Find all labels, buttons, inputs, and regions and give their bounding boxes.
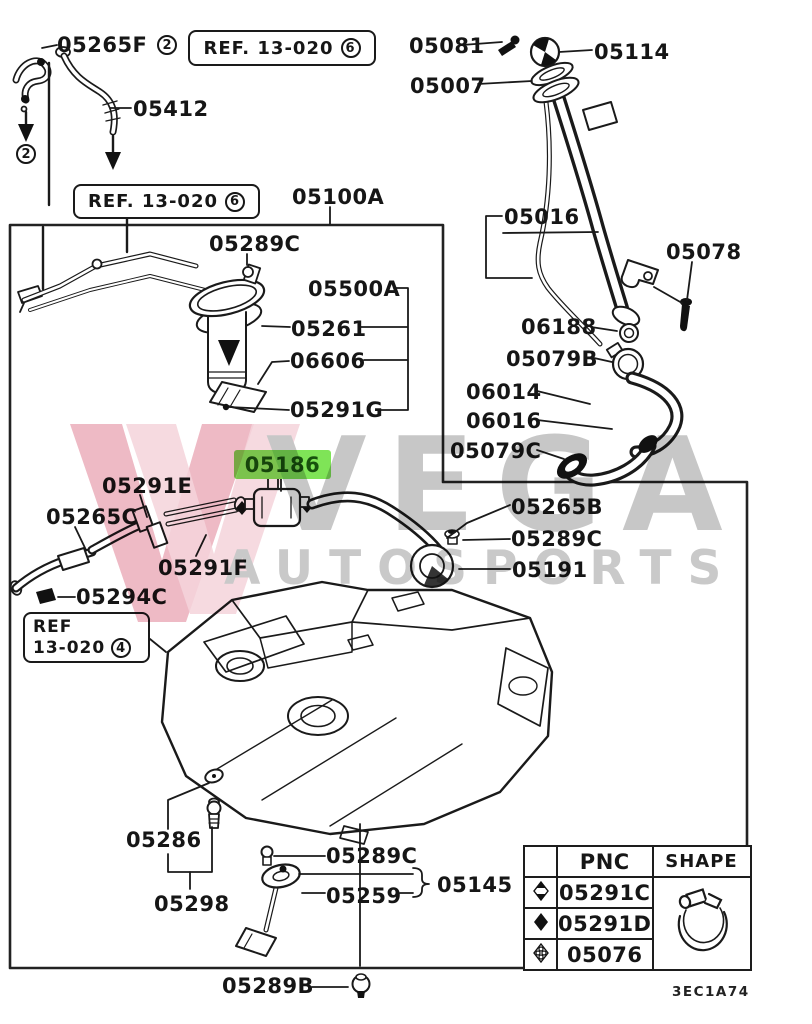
part-label-05100a: 05100A bbox=[292, 185, 385, 209]
part-label-05259: 05259 bbox=[326, 884, 402, 908]
part-label-05291e: 05291E bbox=[102, 474, 193, 498]
part-label-05078: 05078 bbox=[666, 240, 742, 264]
ref-note-text: REF. 13-020 bbox=[87, 191, 218, 212]
diamond-solid-icon bbox=[523, 907, 558, 940]
ref-badge: 6 bbox=[225, 191, 245, 212]
ref-note-text: REF. 13-020 bbox=[203, 37, 334, 59]
table-pnc-value: 05076 bbox=[556, 938, 654, 971]
part-label-05289b: 05289B bbox=[222, 974, 315, 998]
part-label-05291f: 05291F bbox=[158, 556, 249, 580]
part-label-05294c: 05294C bbox=[76, 585, 168, 609]
part-label-05265f: 05265F bbox=[57, 33, 148, 57]
part-label-05412: 05412 bbox=[133, 97, 209, 121]
fuel-sender-unit-drawing bbox=[235, 845, 301, 957]
diagram-sheet-code: 3EC1A74 bbox=[672, 984, 750, 1000]
part-label-05007: 05007 bbox=[410, 74, 486, 98]
ref-badge: 4 bbox=[111, 638, 132, 658]
hose-05412-drawing bbox=[55, 46, 121, 170]
part-label-05016: 05016 bbox=[504, 205, 580, 229]
shape-column-header: SHAPE bbox=[651, 845, 752, 878]
ref-note-text: 13-020 bbox=[33, 638, 106, 658]
bolt-05286-drawing bbox=[204, 768, 224, 829]
table-pnc-value: 05291D bbox=[556, 907, 654, 940]
part-label-05081: 05081 bbox=[409, 34, 485, 58]
part-label-05114: 05114 bbox=[594, 40, 670, 64]
part-label-05145: 05145 bbox=[437, 873, 513, 897]
part-label-05265b: 05265B bbox=[511, 495, 604, 519]
nut-05289b-drawing bbox=[351, 973, 371, 998]
part-label-05291g: 05291G bbox=[290, 398, 384, 422]
table-row: 05076 bbox=[523, 938, 751, 971]
quantity-badge: 2 bbox=[157, 35, 177, 55]
part-label-05286: 05286 bbox=[126, 828, 202, 852]
part-label-06014: 06014 bbox=[466, 380, 542, 404]
part-label-06188: 06188 bbox=[521, 315, 597, 339]
part-label-05298: 05298 bbox=[154, 892, 230, 916]
table-header-row: PNC SHAPE bbox=[523, 845, 752, 878]
part-label-05079c: 05079C bbox=[450, 439, 542, 463]
part-label-05191: 05191 bbox=[512, 558, 588, 582]
part-label-05289c-bottom: 05289C bbox=[326, 844, 418, 868]
ref-note-box-top: REF. 13-020 6 bbox=[188, 30, 376, 66]
hose-clamp-icon bbox=[651, 876, 752, 971]
diamond-clover-icon bbox=[523, 938, 558, 971]
part-label-05289c-right: 05289C bbox=[511, 527, 603, 551]
part-label-05265c: 05265C bbox=[46, 505, 138, 529]
vent-hose-05265f-drawing bbox=[12, 57, 129, 291]
part-label-06016: 06016 bbox=[466, 409, 542, 433]
quantity-badge: 2 bbox=[16, 144, 36, 164]
part-label-05261: 05261 bbox=[291, 317, 367, 341]
fuel-tank-drawing bbox=[160, 580, 554, 845]
table-row: 05291D bbox=[523, 907, 751, 940]
part-label-05289c-top: 05289C bbox=[209, 232, 301, 256]
symbol-column-header bbox=[523, 845, 558, 878]
table-row: 05291C bbox=[523, 876, 752, 971]
ref-badge: 6 bbox=[340, 38, 361, 58]
pnc-column-header: PNC bbox=[556, 845, 654, 878]
part-label-06606: 06606 bbox=[290, 349, 366, 373]
fuel-pump-module-drawing bbox=[17, 251, 267, 413]
diamond-half-filled-icon bbox=[523, 876, 558, 909]
table-pnc-value: 05291C bbox=[556, 876, 654, 909]
ref-note-box-mid: REF. 13-020 6 bbox=[73, 184, 260, 219]
ref-note-text: REF bbox=[33, 617, 73, 637]
highlighted-part-label-05186[interactable]: 05186 bbox=[234, 450, 331, 479]
ref-note-box-tank: REF 13-020 4 bbox=[23, 612, 150, 663]
part-label-05500a: 05500A bbox=[308, 277, 401, 301]
part-label-05079b: 05079B bbox=[506, 347, 599, 371]
clamp-pnc-table: PNC SHAPE 05291C bbox=[523, 845, 752, 971]
